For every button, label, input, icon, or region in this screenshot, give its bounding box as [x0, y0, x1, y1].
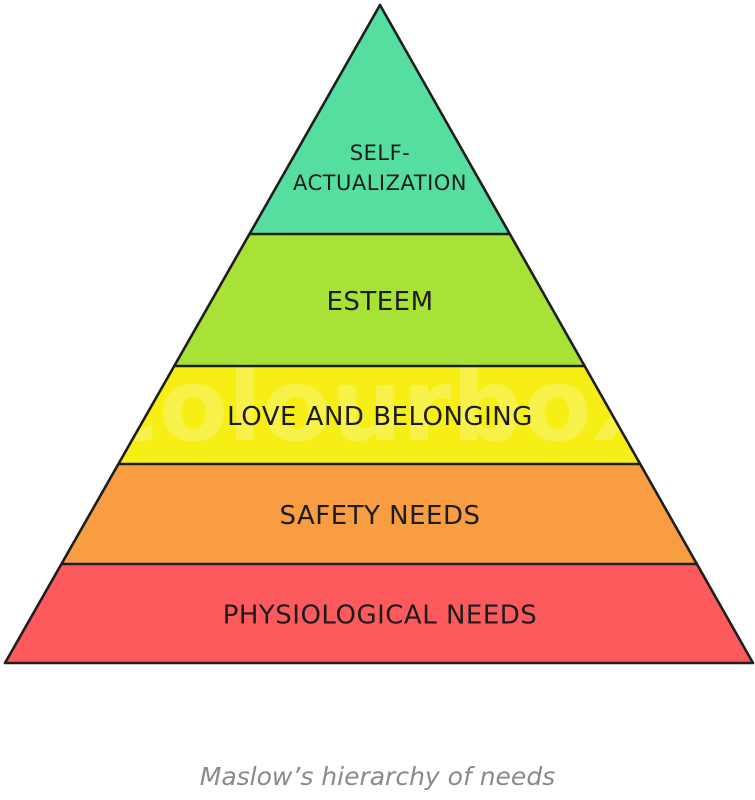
- pyramid-tiers: [5, 5, 753, 663]
- pyramid-tier-5: [5, 564, 753, 663]
- pyramid-tier-2: [174, 234, 585, 366]
- tier-label-1-line-2: ACTUALIZATION: [293, 171, 467, 195]
- pyramid-border: [3, 3, 755, 665]
- pyramid-outline: [3, 3, 755, 665]
- pyramid-labels: SELF- ACTUALIZATION ESTEEM LOVE AND BELONGI…: [223, 141, 538, 631]
- tier-label-3: LOVE AND BELONGING: [227, 402, 533, 432]
- tier-label-5: PHYSIOLOGICAL NEEDS: [223, 601, 538, 631]
- pyramid-tier-1: [249, 5, 510, 234]
- diagram-caption: Maslow’s hierarchy of needs: [199, 762, 556, 791]
- tier-label-4: SAFETY NEEDS: [279, 501, 480, 531]
- pyramid-tier-3: [118, 366, 641, 464]
- tier-label-1-line-1: SELF-: [350, 141, 410, 165]
- tier-label-2: ESTEEM: [326, 287, 433, 317]
- pyramid-tier-4: [61, 464, 697, 564]
